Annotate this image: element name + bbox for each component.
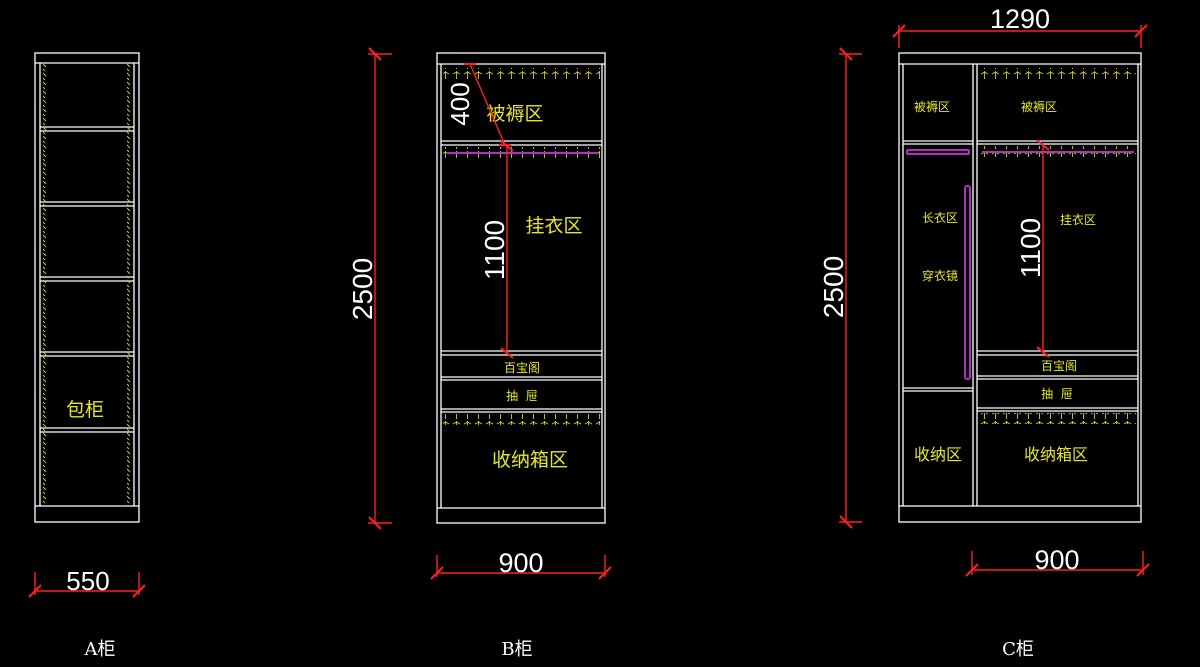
- zone-label-display-c: 百宝阁: [1041, 359, 1077, 373]
- dimension-c-hang-text: 1100: [1015, 218, 1046, 278]
- dimension-c-width-text: 900: [1034, 545, 1079, 575]
- zone-label-long: 长衣区: [922, 210, 958, 225]
- cabinet-a: 包柜 550 A柜: [28, 52, 146, 660]
- dimension-c-width: 900: [965, 545, 1150, 577]
- cabinet-b-hatch-top: [443, 68, 600, 79]
- dimension-b-width-text: 900: [498, 548, 543, 578]
- zone-label-drawer: 抽 屉: [506, 389, 538, 403]
- zone-label-hang-c: 挂衣区: [1060, 212, 1096, 227]
- dimension-a-width: 550: [28, 566, 146, 598]
- cabinet-c-hatch-top: [979, 68, 1136, 79]
- dimension-b-height: 2500: [347, 47, 392, 530]
- cabinet-c-hatch-low: [979, 413, 1136, 424]
- cabinet-a-shelves: [40, 126, 134, 433]
- caption-c: C柜: [1002, 639, 1034, 660]
- dimension-b-height-text: 2500: [347, 258, 378, 320]
- zone-label-storage: 收纳箱区: [492, 449, 568, 471]
- zone-label-box: 包柜: [66, 399, 104, 421]
- zone-label-quilt-right: 被褥区: [1021, 99, 1057, 114]
- dimension-c-total-width: 1290: [892, 4, 1148, 48]
- dimension-c-total-width-text: 1290: [990, 4, 1050, 34]
- cabinet-a-hatch-right: [127, 64, 133, 505]
- cabinet-c-mirror: [964, 185, 971, 380]
- zone-label-quilt: 被褥区: [486, 103, 543, 125]
- caption-a: A柜: [84, 639, 116, 660]
- dimension-c-height: 2500: [818, 47, 862, 529]
- dimension-a-width-text: 550: [66, 566, 109, 596]
- dimension-b-width: 900: [430, 548, 612, 580]
- zone-label-mirror: 穿衣镜: [922, 268, 958, 283]
- cabinet-b-outline: [436, 52, 606, 524]
- cabinet-c-outline: [898, 52, 1142, 523]
- caption-b: B柜: [501, 639, 532, 660]
- cabinet-c-long-rod: [906, 149, 970, 155]
- dimension-c-height-text: 2500: [818, 256, 849, 318]
- dimension-b-hang-text: 1100: [479, 220, 510, 280]
- dimension-c-hang: 1100: [1015, 139, 1050, 358]
- dimension-b-hang: 1100: [479, 140, 514, 359]
- cabinet-a-hatch-left: [41, 64, 47, 505]
- cabinet-c: 被褥区 被褥区 长衣区 穿衣镜 挂衣区 百宝阁 抽 屉 收纳区 收纳箱区 129…: [818, 4, 1150, 660]
- cabinet-b: 被褥区 挂衣区 百宝阁 抽 屉 收纳箱区 2500 400 1100: [347, 47, 612, 660]
- dimension-b-top: 400: [445, 63, 511, 146]
- dimension-b-top-text: 400: [445, 82, 475, 125]
- zone-label-quilt-left: 被褥区: [914, 99, 950, 114]
- zone-label-storage-right: 收纳箱区: [1024, 445, 1088, 464]
- cabinet-b-hatch-low: [443, 414, 600, 425]
- zone-label-drawer-c: 抽 屉: [1041, 387, 1073, 401]
- zone-label-hang: 挂衣区: [525, 215, 582, 237]
- cabinet-a-outline: [34, 52, 140, 523]
- zone-label-display: 百宝阁: [504, 361, 540, 375]
- zone-label-storage-left: 收纳区: [914, 445, 962, 464]
